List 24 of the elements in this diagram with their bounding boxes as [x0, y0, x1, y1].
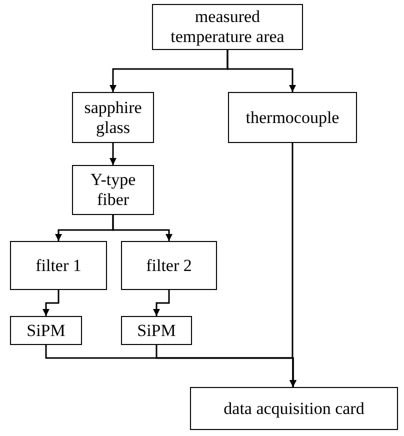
box-label: filter 2	[146, 256, 192, 276]
process-box	[152, 4, 303, 50]
arrow	[226, 50, 296, 92]
process-box	[72, 92, 154, 143]
box-label: data acquisition card	[224, 398, 364, 418]
arrow	[112, 215, 172, 241]
arrow	[42, 290, 60, 316]
box-label: measured temperature area	[170, 7, 286, 47]
box-label: thermocouple	[246, 108, 340, 128]
process-box	[190, 387, 398, 430]
process-box	[10, 316, 82, 345]
box-label: sapphire glass	[83, 98, 143, 138]
arrow	[153, 290, 170, 316]
process-box	[10, 241, 107, 290]
box-label: SiPM	[137, 320, 176, 340]
box-label: SiPM	[26, 320, 66, 340]
process-box	[72, 165, 154, 215]
process-box	[121, 241, 217, 290]
arrow	[110, 143, 116, 165]
box-label: Y-type fiber	[89, 170, 137, 210]
box-label: filter 1	[36, 256, 82, 276]
process-box	[228, 92, 357, 143]
arrow	[290, 143, 296, 387]
process-box	[121, 316, 192, 345]
